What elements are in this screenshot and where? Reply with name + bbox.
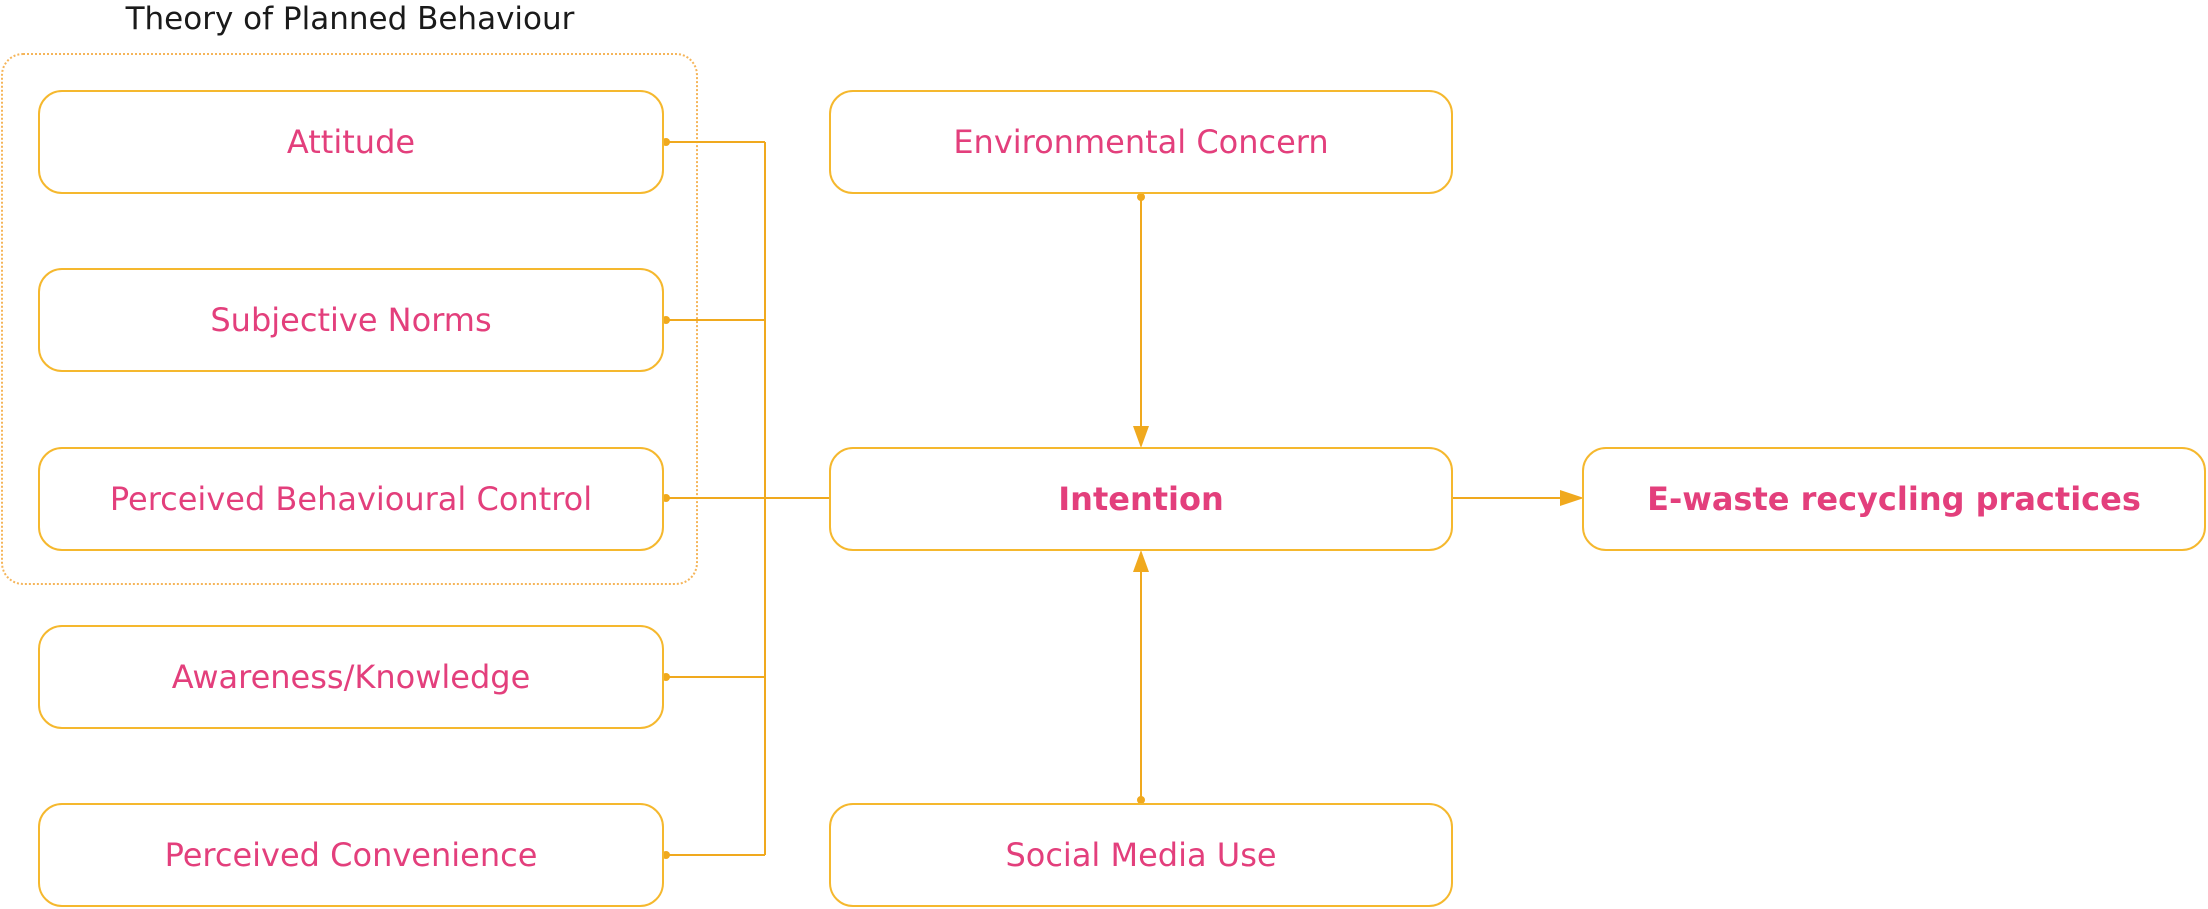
node-perceived-behavioural-control-label: Perceived Behavioural Control — [109, 480, 593, 518]
node-ewaste-recycling-practices: E-waste recycling practices — [1582, 447, 2206, 551]
dot-environmental-concern — [1137, 193, 1145, 201]
node-awareness-knowledge-label: Awareness/Knowledge — [171, 658, 531, 696]
node-social-media-use: Social Media Use — [829, 803, 1453, 907]
node-awareness-knowledge: Awareness/Knowledge — [38, 625, 664, 729]
node-attitude: Attitude — [38, 90, 664, 194]
dot-awareness-knowledge — [662, 673, 670, 681]
dot-attitude — [662, 138, 670, 146]
node-subjective-norms: Subjective Norms — [38, 268, 664, 372]
dot-perceived-behavioural-control — [662, 494, 670, 502]
node-perceived-convenience: Perceived Convenience — [38, 803, 664, 907]
node-perceived-behavioural-control: Perceived Behavioural Control — [38, 447, 664, 551]
group-title: Theory of Planned Behaviour — [125, 1, 575, 37]
node-environmental-concern: Environmental Concern — [829, 90, 1453, 194]
node-intention-label: Intention — [1058, 480, 1224, 518]
dot-social-media-use — [1137, 796, 1145, 804]
dot-perceived-convenience — [662, 851, 670, 859]
node-intention: Intention — [829, 447, 1453, 551]
arrowhead-right-ewaste — [1560, 490, 1584, 506]
node-social-media-use-label: Social Media Use — [1005, 836, 1277, 874]
node-perceived-convenience-label: Perceived Convenience — [164, 836, 538, 874]
dot-subjective-norms — [662, 316, 670, 324]
node-environmental-concern-label: Environmental Concern — [953, 123, 1329, 161]
node-attitude-label: Attitude — [286, 123, 416, 161]
node-ewaste-recycling-practices-label: E-waste recycling practices — [1647, 480, 2141, 518]
node-subjective-norms-label: Subjective Norms — [210, 301, 492, 339]
arrowhead-down-intention — [1133, 426, 1149, 448]
arrowhead-up-intention — [1133, 550, 1149, 572]
